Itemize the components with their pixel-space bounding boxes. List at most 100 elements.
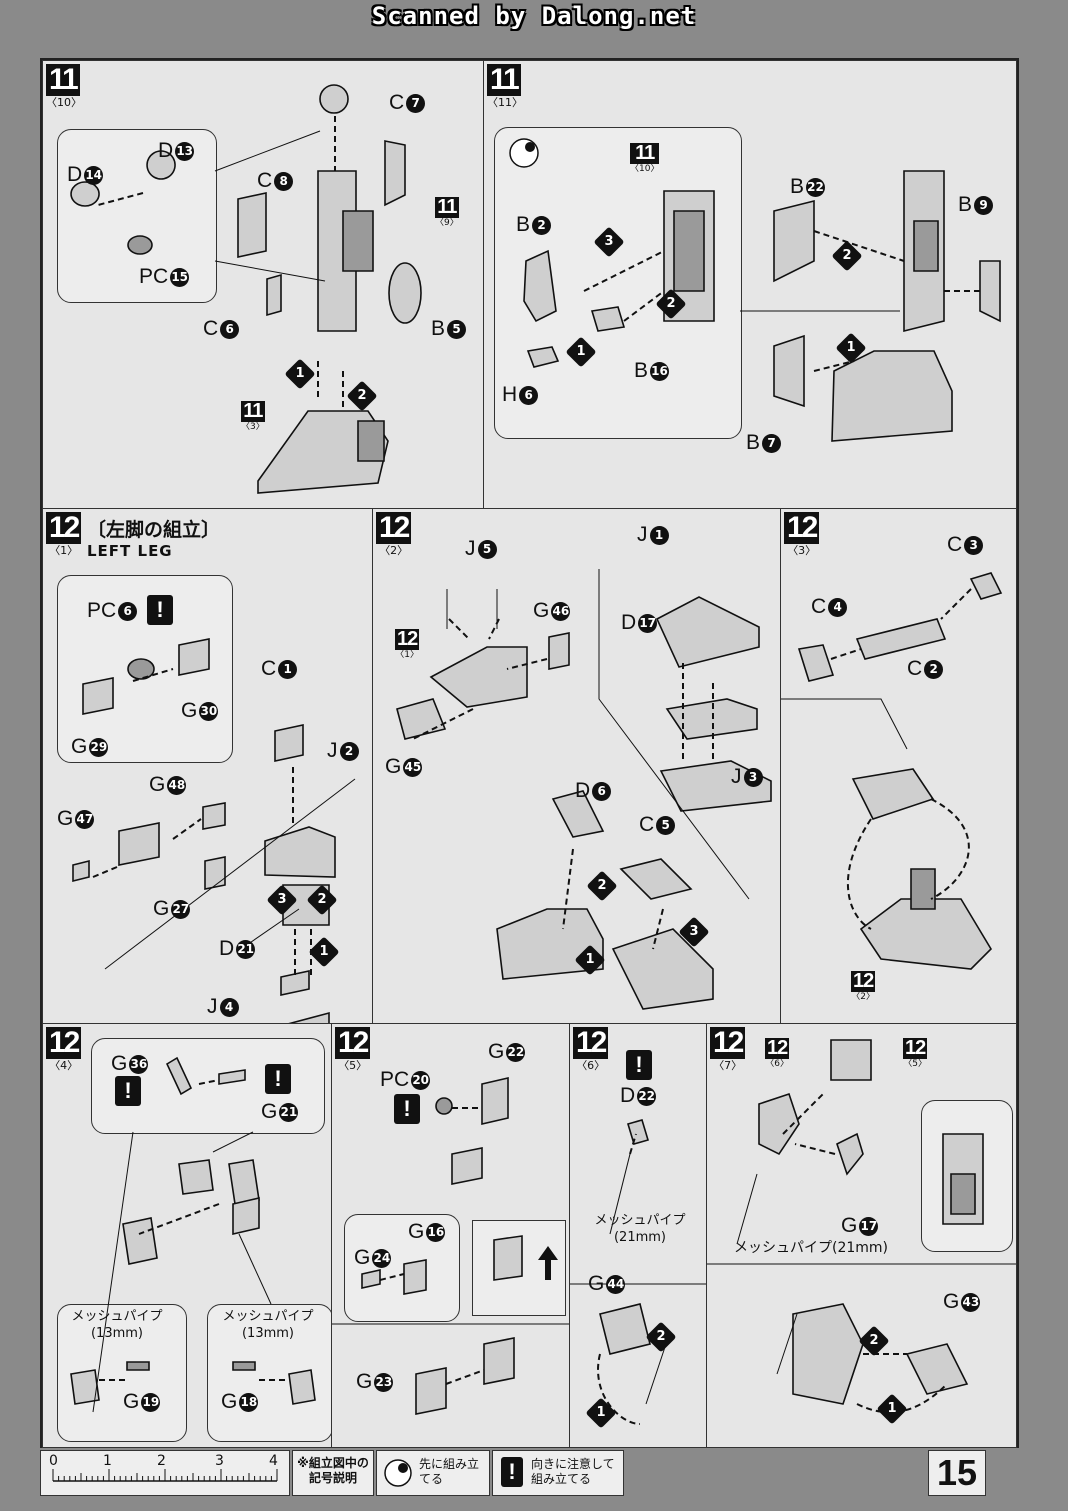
legend-title: ※組立図中の記号説明	[292, 1450, 374, 1496]
sequence-marker-1: 1	[876, 1393, 908, 1425]
orientation-warning-icon: !	[147, 595, 173, 625]
ankle-piston-assembly-drawing	[707, 1039, 1016, 1414]
section-title: 〔左脚の組立〕 LEFT LEG	[87, 519, 221, 560]
page-number: 15	[928, 1450, 986, 1496]
step-12-1-panel: 12 〈1〉 〔左脚の組立〕 LEFT LEG !	[42, 508, 374, 1042]
knee-foot-assembly-drawing	[396, 569, 772, 1010]
ref-step-12-2: 12〈2〉	[851, 970, 876, 1002]
sequence-marker-3: 3	[593, 226, 625, 258]
orientation-warning-icon: !	[115, 1076, 141, 1106]
sequence-marker-2: 2	[346, 380, 378, 412]
lower-leg-assembly-drawing	[509, 138, 1001, 442]
orientation-warning-icon: !	[265, 1064, 291, 1094]
ref-step-11-9: 11〈9〉	[435, 196, 459, 228]
sequence-marker-2: 2	[645, 1321, 677, 1353]
scale-ruler: 0 1 2 3 4	[40, 1450, 290, 1496]
legend-build-first: 先に組み立てる	[376, 1450, 490, 1496]
step-badge: 12 〈5〉	[335, 1027, 371, 1072]
ruler-tick: 2	[157, 1453, 166, 1469]
sequence-marker-1: 1	[565, 336, 597, 368]
step-badge: 12 〈4〉	[46, 1027, 82, 1072]
sequence-marker-2: 2	[586, 870, 618, 902]
sequence-marker-1b: 1	[835, 332, 867, 364]
shin-armor-assembly-drawing	[781, 572, 1003, 970]
step-badge: 12 〈6〉	[573, 1027, 609, 1072]
ref-step-11-10: 11〈10〉	[630, 142, 660, 174]
ref-step-12-6: 12〈6〉	[765, 1037, 790, 1069]
step-badge: 11 〈11〉	[487, 63, 523, 109]
sequence-marker-1: 1	[574, 944, 606, 976]
symbol-legend: 0 1 2 3 4 ※組立図中の記号説明 先に組み立てる ! 向きに注意して組み…	[40, 1450, 980, 1496]
legend-orientation: ! 向きに注意して組み立てる	[492, 1450, 624, 1496]
ruler-tick: 4	[269, 1453, 278, 1469]
sequence-marker-1: 1	[284, 358, 316, 390]
orientation-warning-icon: !	[394, 1094, 420, 1124]
piston-assembly-drawing	[570, 1119, 707, 1425]
ankle-assembly-drawing	[70, 1056, 316, 1413]
sequence-marker-1: 1	[585, 1397, 617, 1429]
step-badge: 12 〈3〉	[784, 512, 820, 557]
step-badge: 12 〈1〉	[46, 512, 82, 557]
mesh-pipe-note: メッシュパイプ(21mm)	[594, 1213, 686, 1245]
step-badge: 12 〈7〉	[710, 1027, 746, 1072]
sequence-marker-2: 2	[306, 884, 338, 916]
sequence-marker-1: 1	[308, 936, 340, 968]
left-leg-assembly-drawing	[72, 638, 356, 1042]
sequence-marker-3: 3	[266, 884, 298, 916]
ref-step-11-3: 11〈3〉	[241, 400, 265, 432]
ref-step-12-1: 12〈1〉	[395, 628, 420, 660]
sequence-marker-2: 2	[858, 1325, 890, 1357]
ruler-tick: 3	[215, 1453, 224, 1469]
sequence-marker-3: 3	[678, 916, 710, 948]
step-badge: 11 〈10〉	[46, 63, 82, 109]
mesh-pipe-note-left: メッシュパイプ(13mm)	[71, 1309, 163, 1341]
sequence-marker-2: 2	[655, 288, 687, 320]
scanner-watermark: Scanned by Dalong.net	[371, 2, 697, 30]
ruler-tick: 0	[49, 1453, 58, 1469]
